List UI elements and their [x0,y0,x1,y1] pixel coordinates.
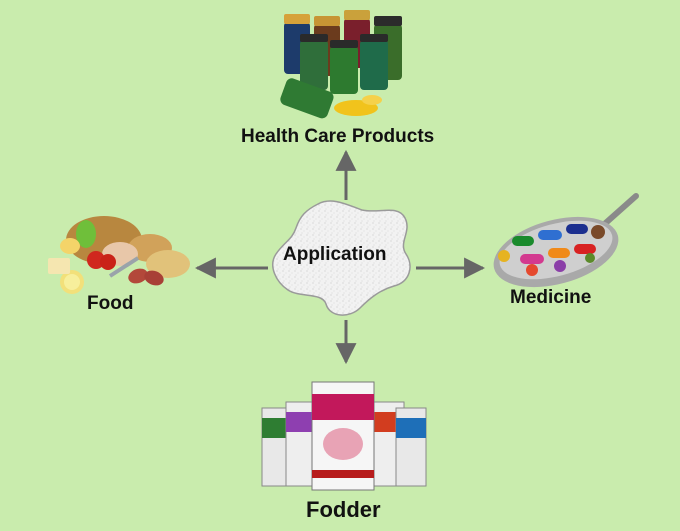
fodder-bags-image [262,382,426,490]
node-label-medicine: Medicine [510,287,591,309]
node-label-health-care: Health Care Products [241,126,434,148]
node-label-food: Food [87,293,133,315]
supplement-bottles-image [279,10,402,120]
capsule-pills-image [486,196,636,299]
center-label: Application [283,244,386,266]
node-label-fodder: Fodder [306,497,381,523]
food-platter-image [48,216,190,294]
